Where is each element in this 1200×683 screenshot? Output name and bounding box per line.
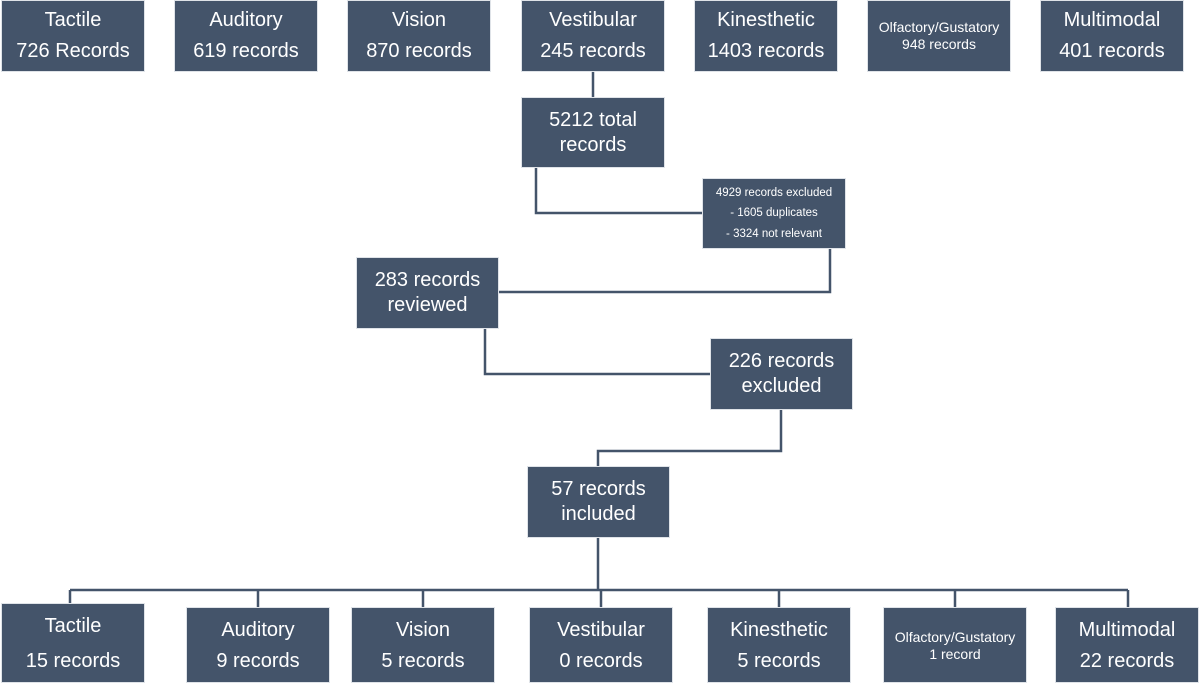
result-name: Vision bbox=[395, 619, 451, 641]
first-exclusion-box: 4929 records excluded - 1605 duplicates … bbox=[702, 178, 846, 249]
source-count: 245 records bbox=[540, 40, 646, 62]
source-box-vision: Vision 870 records bbox=[347, 0, 491, 72]
total-records-box: 5212 total records bbox=[521, 97, 665, 168]
result-count: 22 records bbox=[1079, 650, 1175, 672]
result-count: 9 records bbox=[216, 650, 300, 672]
included-line2: included bbox=[561, 503, 636, 525]
source-box-multimodal: Multimodal 401 records bbox=[1040, 0, 1184, 72]
connector-exclusion-to-reviewed bbox=[498, 248, 832, 294]
result-name: Olfactory/Gustatory bbox=[894, 629, 1016, 646]
result-count: 1 record bbox=[929, 646, 981, 662]
result-box-multimodal: Multimodal 22 records bbox=[1055, 607, 1199, 683]
source-count: 619 records bbox=[193, 40, 299, 62]
result-name: Vestibular bbox=[557, 619, 645, 641]
source-name: Auditory bbox=[209, 9, 283, 31]
included-line1: 57 records bbox=[551, 478, 646, 500]
result-box-auditory: Auditory 9 records bbox=[186, 607, 330, 683]
result-count: 5 records bbox=[737, 650, 821, 672]
exclusion-line1: 4929 records excluded bbox=[715, 187, 833, 200]
total-line2: records bbox=[559, 133, 627, 156]
source-box-olfactory-gustatory: Olfactory/Gustatory 948 records bbox=[867, 0, 1011, 72]
result-box-vision: Vision 5 records bbox=[351, 607, 495, 683]
source-name: Olfactory/Gustatory bbox=[878, 19, 1000, 36]
source-count: 870 records bbox=[366, 40, 472, 62]
result-count: 15 records bbox=[25, 650, 121, 672]
result-name: Kinesthetic bbox=[730, 619, 828, 641]
source-box-kinesthetic: Kinesthetic 1403 records bbox=[694, 0, 838, 72]
result-name: Auditory bbox=[221, 619, 295, 641]
result-name: Multimodal bbox=[1078, 619, 1176, 641]
source-box-auditory: Auditory 619 records bbox=[174, 0, 318, 72]
source-count: 948 records bbox=[902, 36, 976, 52]
second-exclusion-box: 226 records excluded bbox=[710, 338, 853, 410]
exclusion-line3: - 3324 not relevant bbox=[726, 227, 822, 240]
result-box-tactile: Tactile 15 records bbox=[1, 603, 145, 683]
result-name: Tactile bbox=[44, 615, 102, 637]
result-count: 5 records bbox=[381, 650, 465, 672]
source-name: Vestibular bbox=[549, 9, 637, 31]
source-count: 401 records bbox=[1059, 40, 1165, 62]
reviewed-line1: 283 records bbox=[374, 269, 481, 291]
result-count: 0 records bbox=[559, 650, 643, 672]
source-name: Tactile bbox=[44, 9, 102, 31]
records-included-box: 57 records included bbox=[527, 466, 670, 538]
result-box-vestibular: Vestibular 0 records bbox=[529, 607, 673, 683]
reviewed-line2: reviewed bbox=[387, 294, 468, 316]
connector-total-to-exclusion bbox=[534, 168, 703, 215]
source-name: Vision bbox=[391, 9, 447, 31]
exclusion-line2: - 1605 duplicates bbox=[730, 207, 818, 220]
source-box-tactile: Tactile 726 Records bbox=[1, 0, 145, 72]
records-reviewed-box: 283 records reviewed bbox=[356, 257, 499, 329]
connector-reviewed-to-excluded bbox=[483, 328, 711, 376]
source-count: 726 Records bbox=[16, 40, 130, 62]
source-box-vestibular: Vestibular 245 records bbox=[521, 0, 665, 72]
excluded-line2: excluded bbox=[741, 375, 822, 397]
source-name: Kinesthetic bbox=[717, 9, 815, 31]
result-box-kinesthetic: Kinesthetic 5 records bbox=[707, 607, 851, 683]
excluded-line1: 226 records bbox=[728, 350, 835, 372]
connector-excluded-to-included bbox=[596, 409, 783, 467]
source-name: Multimodal bbox=[1063, 9, 1161, 31]
result-box-olfactory-gustatory: Olfactory/Gustatory 1 record bbox=[883, 607, 1027, 683]
total-line1: 5212 total bbox=[549, 108, 637, 131]
source-count: 1403 records bbox=[707, 40, 825, 62]
